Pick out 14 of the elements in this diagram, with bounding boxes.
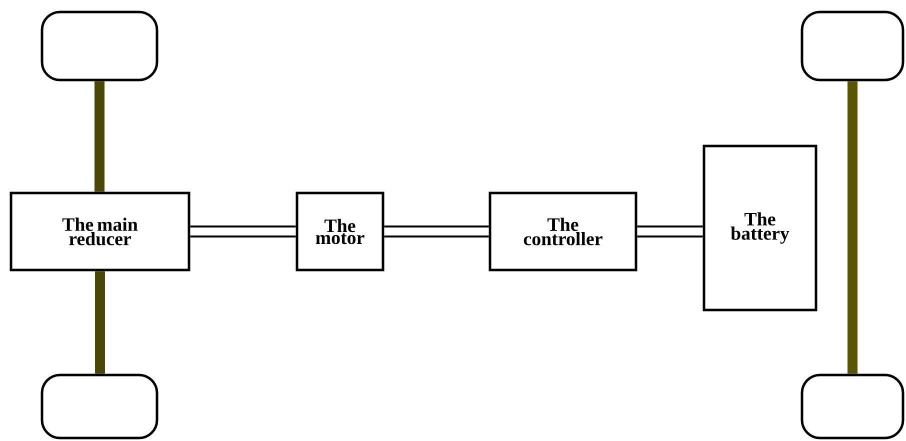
component-box: The controller — [488, 192, 638, 272]
shaft — [190, 226, 296, 238]
component-box: The motor — [296, 192, 384, 272]
wheel — [40, 374, 158, 440]
component-box: The main reducer — [10, 192, 190, 272]
axle — [94, 81, 104, 192]
shaft — [384, 226, 489, 238]
component-box: The battery — [702, 144, 818, 312]
wheel — [800, 374, 904, 440]
wheel — [40, 10, 158, 82]
shaft — [637, 226, 703, 238]
axle — [848, 81, 858, 374]
wheel — [800, 10, 904, 82]
axle — [95, 271, 105, 374]
